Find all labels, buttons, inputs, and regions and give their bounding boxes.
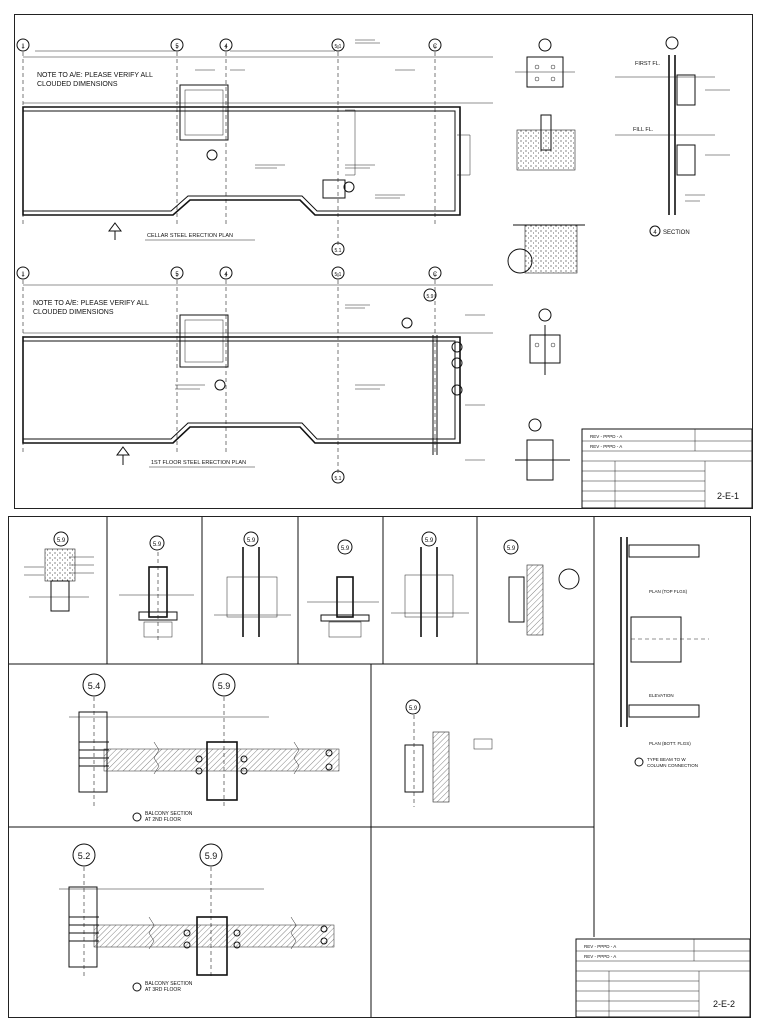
balcony-section-3rd-floor: 5.2 5.9 BALCONY SECTION AT 3RD FLOOR	[59, 843, 335, 993]
sheet1-details: FIRST FL. FILL FL. 4 SECTION	[507, 36, 730, 481]
sheet2-number: 2-E-2	[713, 999, 735, 1009]
drawing-sheet-2-e-2: 5.9 5.9 5.9 5.9 5.9 5.9	[8, 516, 751, 1018]
drawing-sheet-2-e-1: NOTE TO A/E: PLEASE VERIFY ALL CLOUDED D…	[14, 14, 753, 509]
section-num: 4	[653, 230, 657, 236]
svg-text:4: 4	[224, 272, 228, 278]
sheet2-rev-2: REV - PPPD - A	[584, 954, 616, 959]
cellar-note-line2: CLOUDED DIMENSIONS	[37, 81, 118, 88]
beam-column-connection: PLAN (TOP FLGS) ELEVATION PLAN (BOTT. FL…	[620, 537, 709, 768]
elevation-label: ELEVATION	[649, 693, 674, 698]
svg-text:5.9: 5.9	[153, 542, 162, 548]
balcony-bottom-bubble-2: 5.9	[205, 851, 218, 861]
svg-text:5.1: 5.1	[335, 248, 342, 254]
connection-title-1: TYPE BEAM TO W	[647, 757, 686, 762]
sheet1-rev-2: REV - PPPD - A	[590, 444, 622, 449]
svg-text:5.9: 5.9	[409, 706, 418, 712]
svg-text:C: C	[433, 44, 438, 50]
cellar-plan-title: CELLAR STEEL ERECTION PLAN	[147, 233, 233, 239]
sheet2-title-block: REV - PPPD - A REV - PPPD - A 2-E-2	[575, 938, 750, 1017]
top-row-details: 5.9 5.9 5.9 5.9 5.9 5.9	[24, 531, 580, 642]
svg-text:5: 5	[175, 272, 179, 278]
svg-text:5.9: 5.9	[427, 294, 434, 300]
svg-text:5.9: 5.9	[57, 538, 66, 544]
svg-text:5.1: 5.1	[335, 44, 342, 50]
first-floor-grid-bubbles: 1 5 4 5.1 C 5.9 5.1	[16, 266, 442, 484]
svg-text:1: 1	[21, 272, 25, 278]
sheet1-number: 2-E-1	[717, 491, 739, 501]
svg-text:1: 1	[21, 44, 25, 50]
balcony-top-bubble-1: 5.4	[88, 681, 101, 691]
sheet2-rev-1: REV - PPPD - A	[584, 944, 616, 949]
sheet1-drawing: NOTE TO A/E: PLEASE VERIFY ALL CLOUDED D…	[16, 36, 752, 508]
svg-text:5: 5	[175, 44, 179, 50]
svg-text:5.9: 5.9	[247, 538, 256, 544]
cellar-grid-bubbles: 1 5 4 5.1 C 5.1	[16, 38, 442, 256]
plan-bott-flgs-label: PLAN (BOTT. FLGS)	[649, 741, 691, 746]
sheet2-drawing: 5.9 5.9 5.9 5.9 5.9 5.9	[9, 517, 750, 1017]
svg-text:5.9: 5.9	[425, 538, 434, 544]
sheet1-title-block: REV - PPPD - A REV - PPPD - A 2-E-1	[581, 428, 752, 508]
svg-text:5.1: 5.1	[335, 476, 342, 482]
cellar-plan: NOTE TO A/E: PLEASE VERIFY ALL CLOUDED D…	[22, 39, 493, 245]
first-note-line1: NOTE TO A/E: PLEASE VERIFY ALL	[33, 300, 149, 307]
svg-text:4: 4	[224, 44, 228, 50]
mid-detail: 5.9	[404, 699, 493, 807]
plan-top-flgs-label: PLAN (TOP FLGS)	[649, 589, 688, 594]
connection-title-2: COLUMN CONNECTION	[647, 763, 698, 768]
balcony-section-2nd-floor: 5.4 5.9 BALCONY SECTION AT 2ND FLOOR	[69, 673, 340, 823]
svg-text:5.1: 5.1	[335, 272, 342, 278]
first-fl-label: FIRST FL.	[635, 61, 661, 67]
sheet2-panel-grid	[9, 517, 595, 1017]
svg-text:5.9: 5.9	[507, 546, 516, 552]
svg-text:C: C	[433, 272, 438, 278]
first-floor-plan: NOTE TO A/E: PLEASE VERIFY ALL CLOUDED D…	[22, 273, 493, 475]
balcony-bottom-title-2: AT 3RD FLOOR	[145, 987, 181, 993]
balcony-top-bubble-2: 5.9	[218, 681, 231, 691]
sheet1-rev-1: REV - PPPD - A	[590, 434, 622, 439]
balcony-bottom-title-1: BALCONY SECTION	[145, 981, 193, 987]
first-note-line2: CLOUDED DIMENSIONS	[33, 309, 114, 316]
cellar-note-line1: NOTE TO A/E: PLEASE VERIFY ALL	[37, 72, 153, 79]
svg-text:5.9: 5.9	[341, 546, 350, 552]
section-title: SECTION	[663, 230, 690, 236]
balcony-top-title-1: BALCONY SECTION	[145, 811, 193, 817]
fill-fl-label: FILL FL.	[633, 127, 654, 133]
first-floor-plan-title: 1ST FLOOR STEEL ERECTION PLAN	[151, 460, 246, 466]
balcony-top-title-2: AT 2ND FLOOR	[145, 817, 181, 823]
balcony-bottom-bubble-1: 5.2	[78, 851, 91, 861]
